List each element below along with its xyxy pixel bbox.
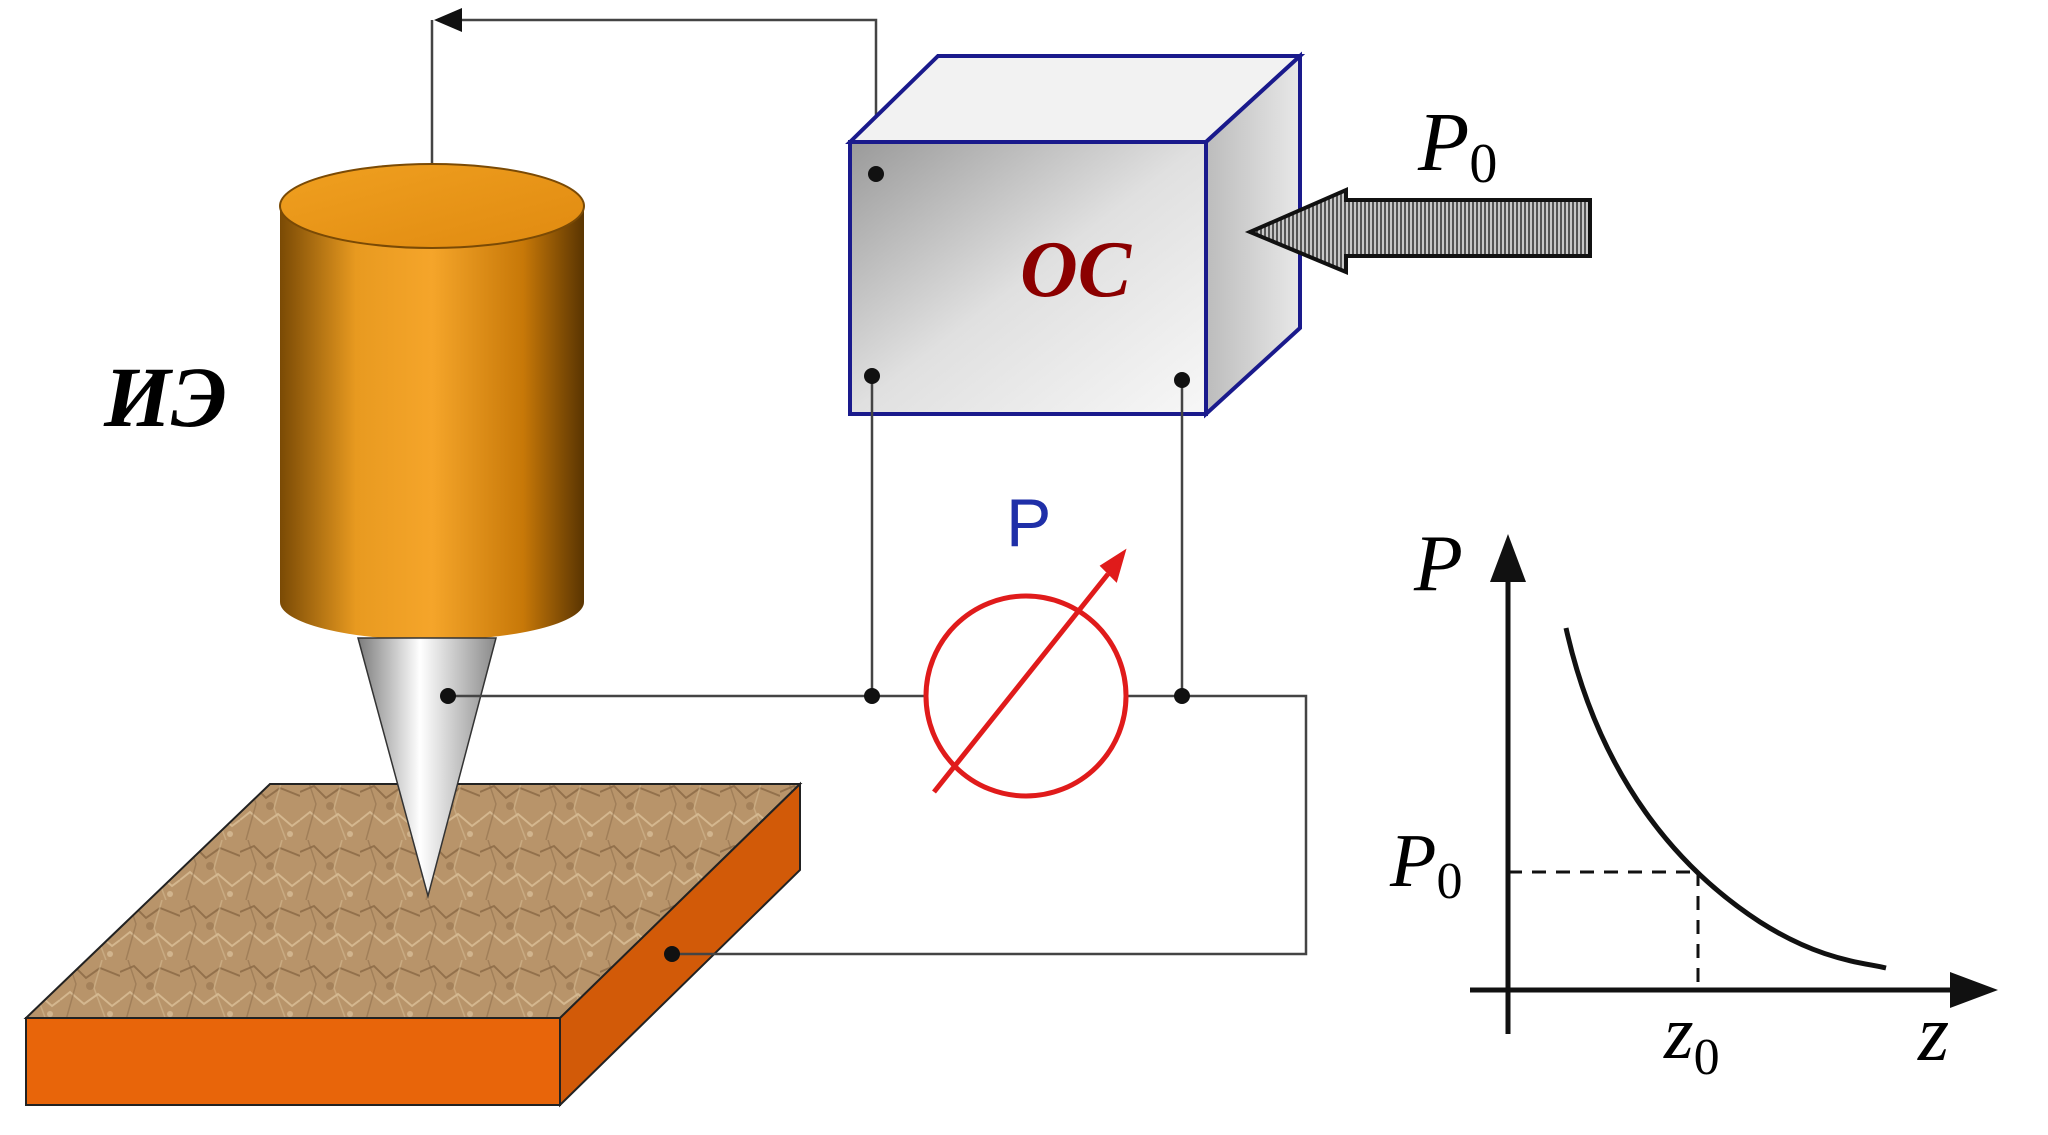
y-axis-label: P bbox=[1413, 520, 1463, 608]
ammeter-icon bbox=[923, 548, 1129, 799]
input-subscript: 0 bbox=[1469, 133, 1497, 195]
input-symbol: P bbox=[1417, 96, 1469, 189]
x-axis-arrow-icon bbox=[1950, 972, 1998, 1008]
probe-label: ИЭ bbox=[103, 349, 227, 445]
z0-symbol: z bbox=[1663, 991, 1694, 1075]
feedback-wire bbox=[430, 18, 878, 192]
input-arrow-icon bbox=[1244, 186, 1592, 275]
x-axis-label: z bbox=[1917, 990, 1949, 1078]
meter-label: P bbox=[1006, 485, 1051, 561]
junction-dots bbox=[440, 166, 1190, 962]
feedback-box bbox=[845, 51, 1306, 419]
y-axis-arrow-icon bbox=[1490, 534, 1526, 582]
input-label: P0 bbox=[1417, 96, 1497, 195]
feedback-block-label: OC bbox=[1020, 226, 1133, 314]
pz-curve bbox=[1563, 627, 1887, 971]
feedback-arrow-left-icon bbox=[434, 8, 462, 32]
cylinder-probe-icon bbox=[279, 163, 585, 640]
circuit-wires bbox=[448, 376, 1308, 956]
p0-subscript: 0 bbox=[1436, 853, 1462, 910]
tip-cone-icon bbox=[357, 637, 497, 899]
p0-symbol: P bbox=[1389, 819, 1436, 903]
z0-label: z0 bbox=[1663, 991, 1720, 1086]
z0-subscript: 0 bbox=[1694, 1029, 1720, 1086]
pz-graph: P z P0 z0 bbox=[1389, 520, 1998, 1086]
p0-label: P0 bbox=[1389, 819, 1462, 910]
sample-surface-icon bbox=[23, 781, 803, 1108]
